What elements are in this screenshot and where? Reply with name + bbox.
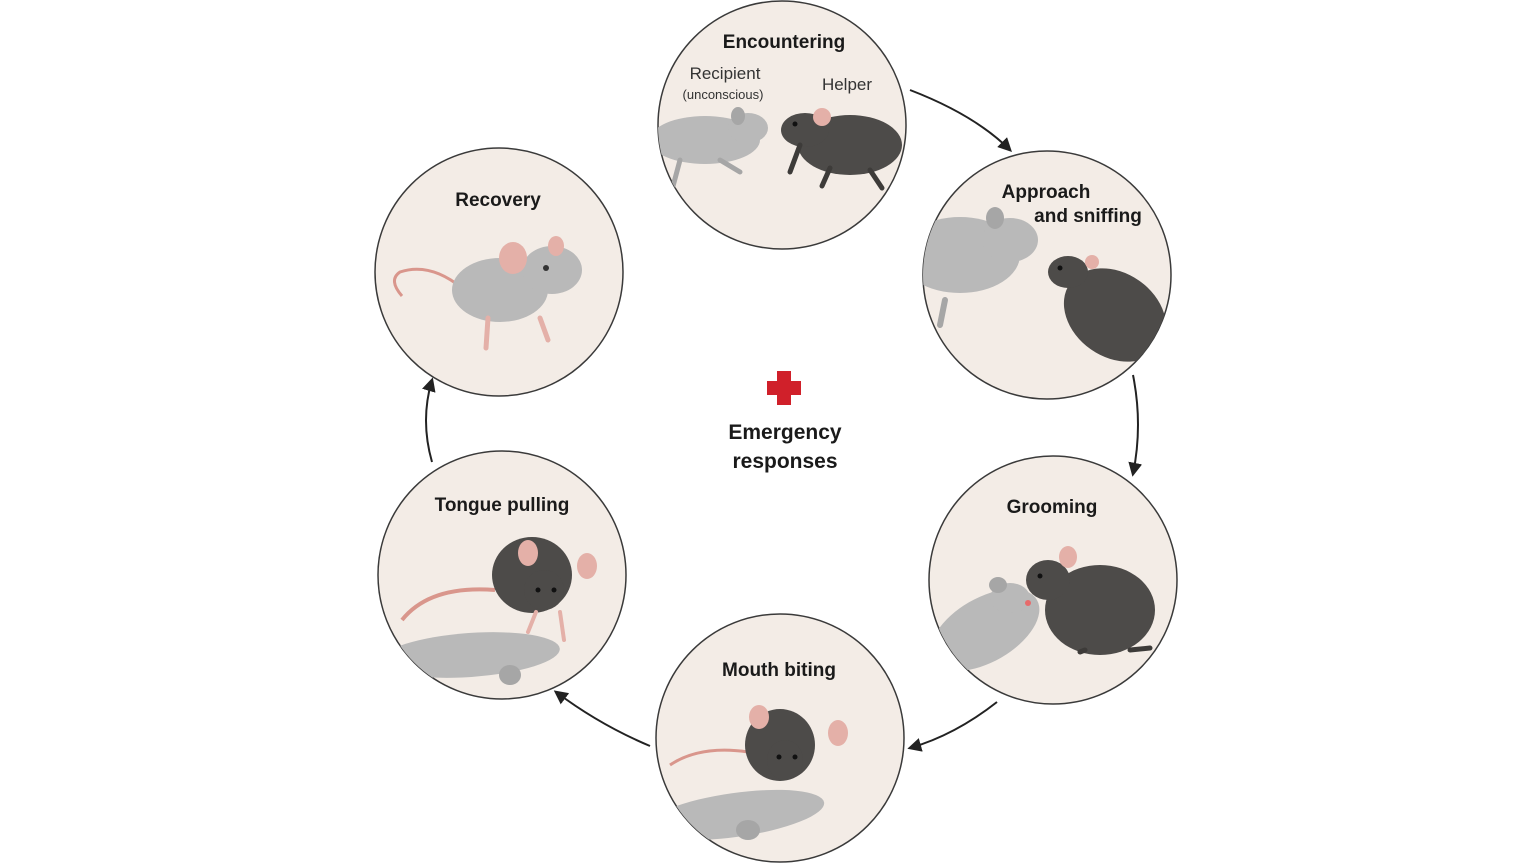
helper-label: Helper <box>822 75 872 94</box>
stage-grooming: Grooming <box>928 455 1178 705</box>
arrow-mouth-biting-to-tongue-pulling <box>553 690 651 747</box>
helper-mouse-icon <box>781 108 902 191</box>
red-cross-icon <box>767 371 801 405</box>
stage-title: Recovery <box>455 190 541 211</box>
recovery-illustration <box>393 236 582 351</box>
center-label-line1: Emergency <box>728 421 842 444</box>
stage-title: Grooming <box>1007 497 1098 518</box>
stage-circle <box>657 0 907 250</box>
recipient-mouse-icon <box>393 236 582 351</box>
helper-mouse-icon <box>1048 255 1167 362</box>
stage-title-line1: Approach <box>1002 182 1091 203</box>
arrow-tongue-pulling-to-recovery <box>422 377 436 463</box>
stage-approach-and-sniffing: Approach and sniffing <box>922 150 1172 400</box>
helper-mouse-icon <box>669 705 848 781</box>
helper-mouse-icon <box>400 537 597 642</box>
stage-mouth-biting: Mouth biting <box>655 613 905 863</box>
grooming-illustration <box>930 546 1155 671</box>
tongue-pulling-illustration <box>380 537 597 685</box>
mouth-biting-illustration <box>656 705 848 841</box>
recipient-mouse-icon <box>380 632 560 685</box>
stage-tongue-pulling: Tongue pulling <box>377 450 627 700</box>
helper-mouse-icon <box>1025 546 1155 655</box>
recipient-sublabel: (unconscious) <box>683 87 764 102</box>
center-label-line2: responses <box>732 450 837 473</box>
approach-illustration <box>923 207 1167 362</box>
stage-recovery: Recovery <box>374 147 624 397</box>
recipient-mouse-icon <box>930 577 1040 671</box>
recipient-label: Recipient <box>690 64 761 83</box>
stage-encountering: Encountering Recipient (unconscious) Hel… <box>657 0 907 250</box>
center-label-group: Emergency responses <box>728 371 842 473</box>
stage-title: Mouth biting <box>722 660 836 681</box>
stage-title-line2: and sniffing <box>1034 206 1142 227</box>
cycle-arrows <box>422 89 1143 752</box>
stage-title: Tongue pulling <box>435 495 570 516</box>
arrow-approach-to-grooming <box>1128 374 1143 477</box>
recipient-mouse-icon <box>923 207 1038 328</box>
arrow-encountering-to-approach <box>909 89 1012 152</box>
stage-title: Encountering <box>723 32 845 53</box>
arrow-grooming-to-mouth-biting <box>907 701 998 752</box>
